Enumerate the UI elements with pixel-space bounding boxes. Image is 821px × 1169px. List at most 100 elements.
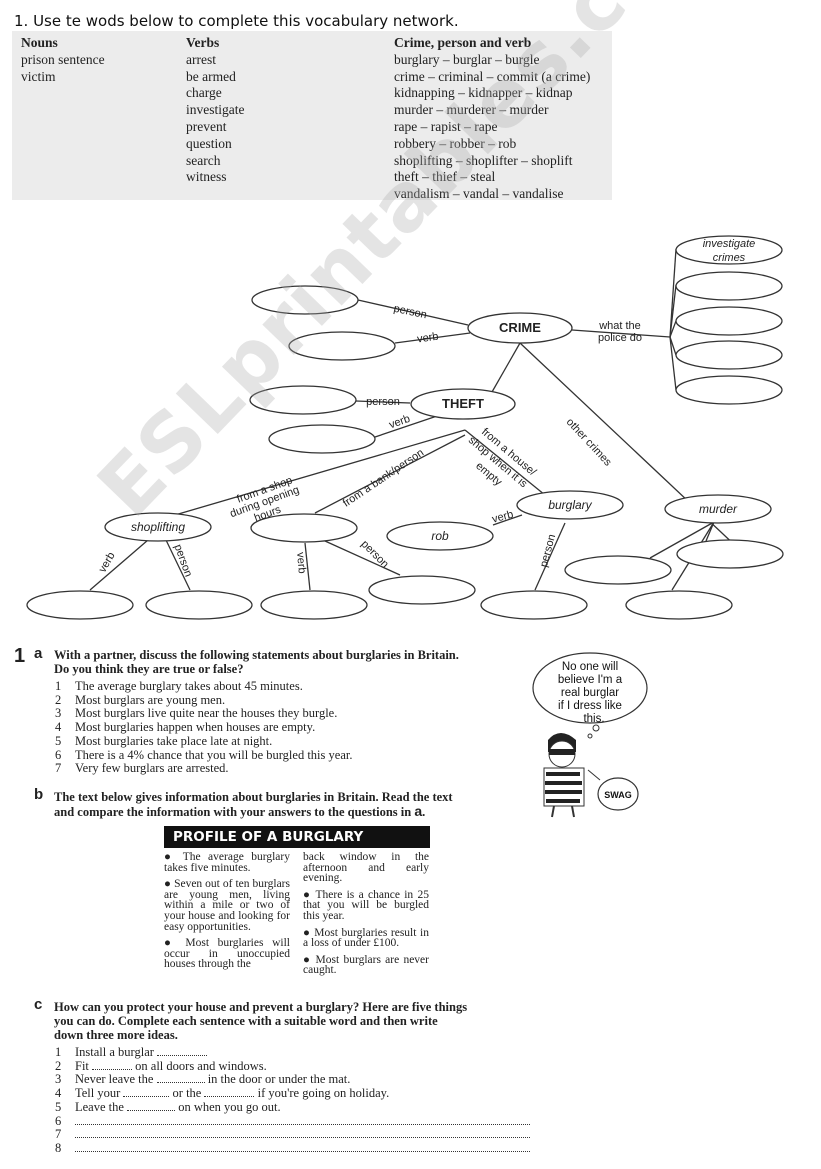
theft-oval xyxy=(410,388,516,420)
verb-item: witness xyxy=(186,169,227,185)
blank-oval xyxy=(676,539,784,569)
sentence-item: 7 xyxy=(55,1128,535,1142)
statement-number: 7 xyxy=(55,761,62,776)
profile-fact: ● There is a chance in 25 that you will … xyxy=(303,888,429,922)
instruction-1c: How can you protect your house and preve… xyxy=(54,1000,467,1042)
verb-label: verb xyxy=(491,508,515,525)
sentence-number: 2 xyxy=(55,1058,62,1073)
profile-column-2: back window in the afternoon and early e… xyxy=(303,851,429,982)
instruction-1b: The text below gives information about b… xyxy=(54,790,453,819)
what-police-do-label: what the xyxy=(598,320,641,332)
sentence-number: 6 xyxy=(55,1113,62,1128)
speech-line: this. xyxy=(583,713,604,725)
burglary-label: burglary xyxy=(548,498,592,512)
crime-header: Crime, person and verb xyxy=(394,35,532,50)
sentence-text: in the door or under the mat. xyxy=(204,1072,351,1087)
crime-item: kidnapping – kidnapper – kidnap xyxy=(394,85,573,101)
verb-item: charge xyxy=(186,85,222,101)
verb-item: question xyxy=(186,135,232,151)
statement-text: Most burglaries take place late at night… xyxy=(75,733,273,748)
speech-line: real burglar xyxy=(561,687,619,699)
crime-item: crime – criminal – commit (a crime) xyxy=(394,68,591,84)
section-letter-c: c xyxy=(34,996,43,1013)
blank-oval xyxy=(250,513,358,543)
answer-blank[interactable] xyxy=(127,1101,176,1111)
blank-oval xyxy=(251,285,359,315)
nouns-column: Nouns prison sentence victim xyxy=(21,35,105,85)
statement-text: There is a 4% chance that you will be bu… xyxy=(75,747,353,762)
instruction-line: With a partner, discuss the following st… xyxy=(54,648,459,662)
answer-blank[interactable] xyxy=(75,1115,530,1125)
investigate-crimes-oval xyxy=(675,235,783,265)
crimes-label: crimes xyxy=(713,252,746,264)
blank-oval xyxy=(625,590,733,620)
rob-label: rob xyxy=(431,529,449,543)
statement-text: Most burglars live quite near the houses… xyxy=(75,706,338,721)
crime-item: murder – murderer – murder xyxy=(394,102,549,118)
statement-number: 5 xyxy=(55,733,62,748)
blank-oval xyxy=(368,575,476,605)
murder-oval xyxy=(664,494,772,524)
blank-oval xyxy=(675,271,783,301)
crime-item: burglary – burglar – burgle xyxy=(394,51,540,67)
person-label: person xyxy=(393,303,428,322)
statement-number: 1 xyxy=(55,679,62,693)
answer-blank[interactable] xyxy=(204,1087,255,1098)
swag-bag-label: SWAG xyxy=(604,790,632,800)
profile-fact: ● Most burglaries will occur in unoccupi… xyxy=(164,937,290,971)
answer-blank[interactable] xyxy=(75,1128,530,1139)
answer-blank[interactable] xyxy=(75,1142,530,1152)
vocabulary-network: CRIME THEFT investigate crimes shoplifti… xyxy=(26,235,784,620)
blank-oval xyxy=(675,306,783,336)
crime-item: rape – rapist – rape xyxy=(394,118,498,134)
verb-item: be armed xyxy=(186,68,236,84)
speech-line: if I dress like xyxy=(558,700,622,712)
what-police-do-label: police do xyxy=(598,332,642,344)
blank-oval xyxy=(480,590,588,620)
blank-oval xyxy=(145,590,253,620)
instruction-line: How can you protect your house and preve… xyxy=(54,1000,468,1014)
shoplifting-oval xyxy=(104,512,212,542)
instruction-line: and compare the information with your an… xyxy=(54,803,426,819)
blank-oval xyxy=(564,555,672,585)
crime-item: vandalism – vandal – vandalise xyxy=(394,186,564,202)
verbs-column: Verbs arrest be armed charge investigate… xyxy=(186,35,244,186)
sentence-number: 5 xyxy=(55,1099,62,1114)
sentence-text: Tell your xyxy=(75,1086,124,1101)
ref-letter: a xyxy=(414,803,423,819)
profile-column-1: ● The average burglary takes five minute… xyxy=(164,851,290,976)
noun-item: victim xyxy=(21,68,56,84)
section-letter-a: a xyxy=(34,645,43,662)
rob-oval xyxy=(386,521,494,551)
vocabulary-box: Nouns prison sentence victim Verbs arres… xyxy=(12,31,612,202)
answer-blank[interactable] xyxy=(92,1060,133,1070)
statement-number: 3 xyxy=(55,706,62,721)
answer-blank[interactable] xyxy=(157,1046,208,1056)
sentence-text: Install a burglar xyxy=(75,1045,158,1059)
statement-number: 2 xyxy=(55,692,62,707)
blank-oval xyxy=(26,590,134,620)
answer-blank[interactable] xyxy=(123,1087,170,1098)
instruction-line: you can do. Complete each sentence with … xyxy=(54,1014,438,1028)
statement-text: Most burglars are young men. xyxy=(75,692,226,707)
verb-item: search xyxy=(186,152,221,168)
instruction-1a: With a partner, discuss the following st… xyxy=(54,648,459,676)
sentence-number: 4 xyxy=(55,1086,62,1101)
person-label: person xyxy=(538,533,558,569)
statement-number: 4 xyxy=(55,720,62,735)
blank-oval xyxy=(288,331,396,361)
sentence-text: Leave the xyxy=(75,1099,128,1114)
person-label: person xyxy=(172,543,195,579)
person-label: person xyxy=(359,538,391,570)
answer-blank[interactable] xyxy=(156,1073,205,1084)
verb-item: arrest xyxy=(186,51,216,67)
sentence-number: 8 xyxy=(55,1140,62,1155)
sentence-text: Never leave the xyxy=(75,1072,157,1087)
